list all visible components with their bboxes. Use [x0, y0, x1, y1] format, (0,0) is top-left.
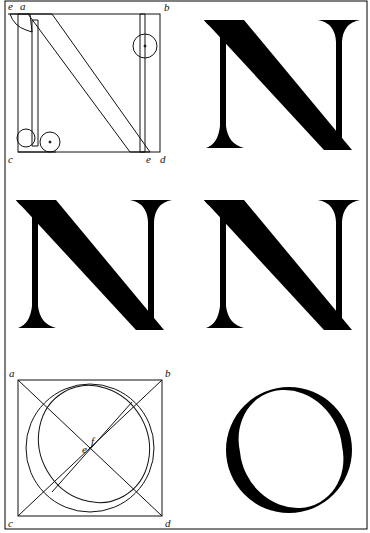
point-label: e	[146, 154, 151, 165]
point-label: d	[165, 518, 171, 529]
point-label: a	[20, 1, 26, 12]
point-label: c	[8, 154, 13, 165]
point-label: c	[8, 518, 13, 529]
point-label: e	[8, 1, 13, 12]
point-label: e	[82, 444, 87, 455]
point-label: b	[165, 368, 171, 379]
point-label: a	[9, 368, 15, 379]
point-label: f	[91, 436, 94, 447]
point-label: b	[164, 2, 170, 13]
point-label: d	[160, 154, 166, 165]
